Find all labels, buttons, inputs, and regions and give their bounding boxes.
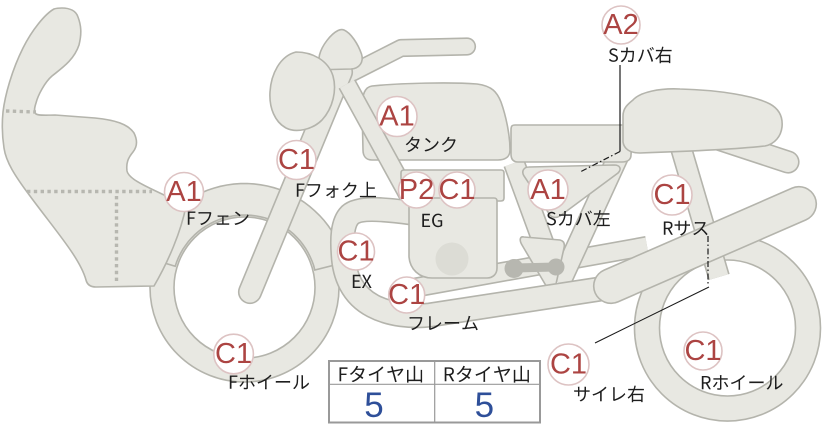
svg-text:A1: A1 [166, 176, 201, 208]
svg-text:C1: C1 [438, 174, 475, 206]
svg-text:5: 5 [364, 386, 383, 425]
svg-text:C1: C1 [337, 236, 374, 268]
svg-text:C1: C1 [388, 279, 425, 311]
svg-text:5: 5 [475, 386, 494, 425]
svg-text:C1: C1 [215, 338, 252, 370]
svg-text:A1: A1 [530, 174, 565, 206]
svg-text:C1: C1 [278, 144, 315, 176]
svg-text:C1: C1 [684, 335, 721, 367]
svg-text:P2: P2 [399, 174, 434, 206]
svg-text:A1: A1 [379, 101, 414, 133]
svg-text:A2: A2 [603, 9, 638, 41]
svg-text:C1: C1 [550, 349, 587, 381]
svg-text:C1: C1 [653, 179, 690, 211]
